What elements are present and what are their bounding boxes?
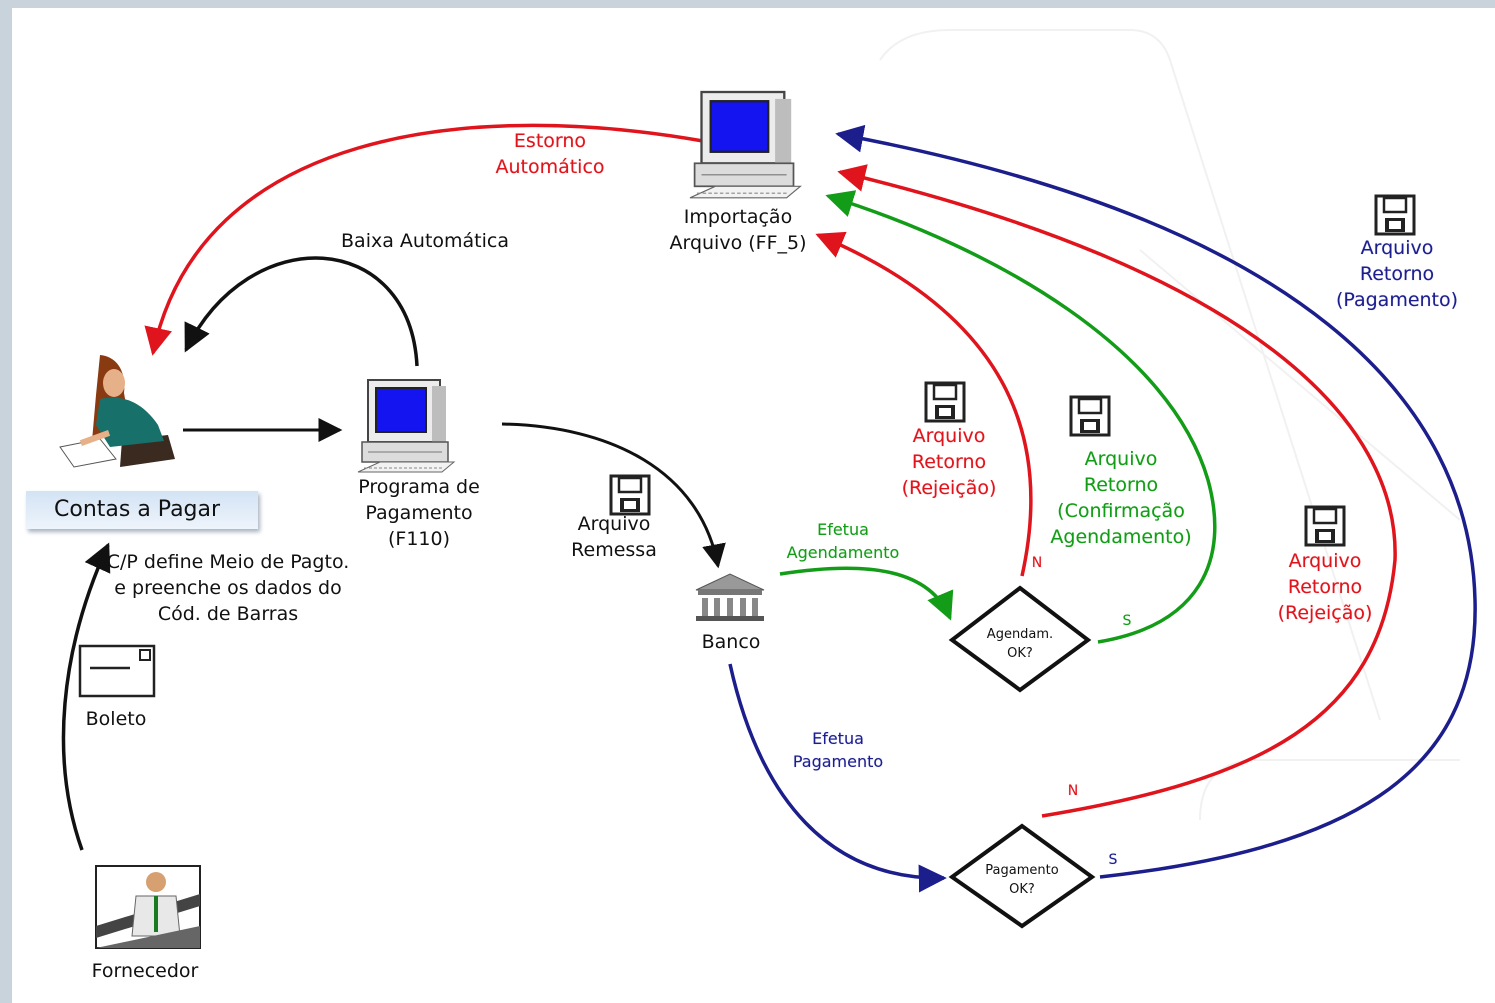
baixa-automatica-label: Baixa Automática (341, 230, 509, 252)
programa-pagamento-label: Programa de Pagamento (F110) (358, 476, 480, 550)
branch-s-agendam: S (1122, 613, 1132, 629)
efetua-pagamento-label: Efetua Pagamento (792, 729, 884, 771)
arrow-retorno-rejeicao-agendam (815, 231, 1033, 577)
fornecedor-label: Fornecedor (91, 960, 199, 982)
arrow-efetua-pagamento (728, 663, 947, 893)
arquivo-remessa-label: Arquivo Remessa (571, 513, 657, 561)
arrow-retorno-pagamento (835, 124, 1477, 879)
retorno-rejeicao-1-label: Arquivo Retorno (Rejeição) (901, 425, 997, 499)
computer-icon (357, 379, 455, 473)
arrow-estorno-automatico (144, 123, 704, 356)
contas-a-pagar-box: Contas a Pagar (26, 491, 258, 529)
branch-n-agendam: N (1031, 555, 1043, 571)
decision-pagamento-ok (948, 823, 1096, 929)
estorno-automatico-label: Estorno Automático (495, 130, 605, 178)
computer-icon (688, 90, 802, 199)
floppy-disk-icon (1069, 395, 1111, 437)
accountant-person-icon (59, 355, 175, 468)
importacao-arquivo-label: Importação Arquivo (FF_5) (669, 206, 807, 254)
arrow-efetua-agendamento (779, 566, 954, 621)
decision-agendam-ok (948, 585, 1092, 693)
arrow-retorno-confirmacao (825, 190, 1217, 644)
branch-s-pagamento: S (1108, 852, 1118, 868)
boleto-label: Boleto (85, 708, 147, 730)
floppy-disk-icon (1374, 194, 1416, 236)
retorno-pagamento-label: Arquivo Retorno (Pagamento) (1335, 237, 1459, 311)
floppy-disk-icon (609, 474, 651, 516)
arrow-retorno-rejeicao-pagamento (837, 164, 1397, 818)
pagamento-ok-label: Pagamento OK? (985, 863, 1059, 897)
arrow-baixa-automatica (184, 256, 419, 367)
banco-label: Banco (701, 631, 761, 653)
arrow-arquivo-remessa (501, 422, 726, 569)
envelope-icon (78, 644, 156, 698)
cp-note: C/P define Meio de Pagto. e preenche os … (106, 551, 350, 625)
agendam-ok-label: Agendam. OK? (986, 627, 1054, 661)
supplier-person-icon (95, 865, 201, 949)
floppy-disk-icon (1304, 505, 1346, 547)
floppy-disk-icon (924, 381, 966, 423)
efetua-agendamento-label: Efetua Agendamento (786, 520, 900, 562)
arrow-fornecedor-to-contas (61, 542, 111, 851)
retorno-confirmacao-label: Arquivo Retorno (Confirmação Agendamento… (1050, 448, 1192, 548)
branch-n-pagamento: N (1067, 783, 1079, 799)
bank-icon (695, 573, 765, 621)
retorno-rejeicao-2-label: Arquivo Retorno (Rejeição) (1277, 550, 1373, 624)
